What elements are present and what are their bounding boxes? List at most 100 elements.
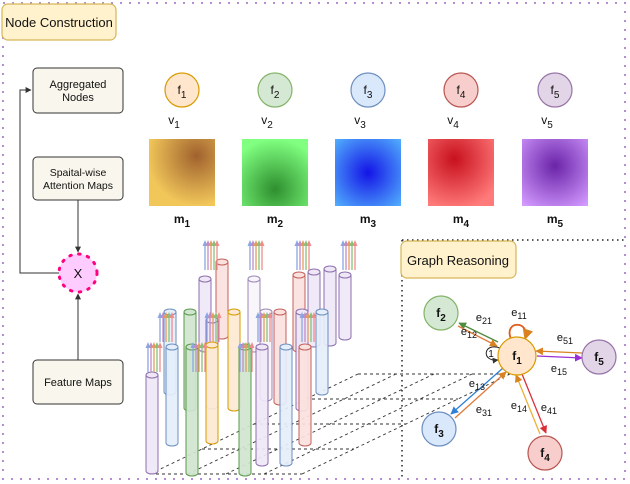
attention-maps-line-1: Spaital-wise [50,167,107,179]
edge-label-e14: e14 [511,400,527,414]
arrow-bundle [204,312,222,342]
feature-cylinder [255,343,269,467]
map-label-m2: m2 [267,212,284,230]
node-circle-f1 [164,72,200,108]
feature-cylinder [298,343,312,447]
node-construction-title: Node Construction [5,15,113,30]
edge-label-e15: e15 [551,363,567,377]
arrow-bundle [190,342,208,372]
graph-edges [450,322,583,435]
multiply-symbol: X [74,266,83,281]
vector-label-v4: v4 [447,113,459,131]
graph-node-f4: f4 [527,435,563,471]
node-label-f1: f1 [178,83,187,101]
graph-node-label-f2: f2 [436,306,446,324]
node-label-f4: f4 [457,83,466,101]
self-loop-1-label: 1 [488,349,494,360]
map-label-m4: m4 [453,212,470,230]
map-label-m5: m5 [547,212,564,230]
node-column-4: f4 v4 m4 [428,72,494,230]
graph-reasoning-title: Graph Reasoning [407,253,509,268]
attention-maps-box: Spaital-wise Attention Maps [32,156,124,201]
edge-f5-to-f1 [535,347,583,356]
vector-label-v5: v5 [541,113,553,131]
attention-maps-line-2: Attention Maps [43,180,113,192]
graph-node-f2: f2 [423,295,459,331]
edge-label-e31: e31 [476,404,492,418]
attention-map-m5 [522,139,588,206]
node-construction-title-box [1,3,117,41]
node-row: f1 v1 m1 f2 v2 m2 f3 v3 m3 f4 v4 m4 f5 v5 m5 [149,72,588,230]
edge-label-e11: e11 [511,307,526,321]
map-label-m1: m1 [174,212,191,230]
graph-reasoning-title-box [400,240,517,279]
graph-node-f1: f1 [497,336,537,376]
feature-cylinder [145,371,159,475]
arrow-bundle [202,240,220,270]
graph-nodes: f1 f2 f3 f4 f5 [421,295,617,471]
graph-node-f3: f3 [421,411,457,447]
arrow-multiply-to-aggregated [19,87,59,274]
aggregated-nodes-line-1: Aggregated [50,79,107,91]
graph-node-label-f5: f5 [594,350,604,368]
attention-map-m4 [428,139,494,206]
edge-f1-to-f4 [521,373,547,434]
feature-tensor [145,240,511,477]
node-label-f5: f5 [551,83,560,101]
node-column-2: f2 v2 m2 [242,72,308,230]
feature-cylinder [227,308,241,412]
map-label-m3: m3 [360,212,377,230]
vector-label-v2: v2 [261,113,273,131]
tensor-floor-grid [149,373,511,475]
feature-maps-label: Feature Maps [44,377,112,389]
attention-map-m2 [242,139,308,206]
attention-map-m3 [335,139,401,206]
aggregated-nodes-line-2: Nodes [62,92,94,104]
node-circle-f5 [537,72,573,108]
arrow-bundle [255,312,273,342]
node-label-f2: f2 [271,83,280,101]
graph-node-label-f1: f1 [512,349,522,367]
feature-cylinder [315,308,329,396]
feature-cylinder [165,343,179,447]
self-loop-e11 [508,324,534,341]
arrow-bundle [145,342,163,372]
node-label-f3: f3 [364,83,373,101]
arrow-bundle [299,312,317,342]
self-loop-1 [485,346,501,364]
feature-cylinder [205,341,219,445]
edge-f1-to-f3 [450,367,504,415]
edge-f1-to-f2 [458,322,499,343]
arrow-bundle [237,342,255,372]
node-column-5: f5 v5 m5 [522,72,588,230]
feature-cylinder [279,343,293,467]
multiply-node: X [57,252,99,294]
feature-cylinder [238,343,252,477]
feature-maps-box: Feature Maps [32,359,124,405]
edge-label-e41: e41 [541,402,557,416]
node-column-1: f1 v1 m1 [149,72,215,230]
arrow-bundle [247,240,265,270]
attention-map-m1 [149,139,215,206]
edge-f3-to-f1 [454,371,507,419]
node-column-3: f3 v3 m3 [335,72,401,230]
arrow-bundle [157,312,175,342]
graph-node-label-f3: f3 [434,422,444,440]
graph-node-label-f4: f4 [540,446,550,464]
vector-label-v3: v3 [354,113,366,131]
edge-f2-to-f1 [457,325,498,347]
edge-label-e12: e12 [461,326,477,340]
edge-label-e13: e13 [469,378,485,392]
arrow-bundle [340,240,358,270]
edge-f1-to-f5 [536,353,583,362]
aggregated-nodes-box: Aggregated Nodes [32,67,124,114]
feature-cylinder [338,271,352,341]
arrow-bundle [294,240,312,270]
node-circle-f2 [257,72,293,108]
edge-label-e51: e51 [557,332,573,346]
graph-node-f5: f5 [581,339,617,375]
edge-label-e21: e21 [476,312,492,326]
vector-label-v1: v1 [168,113,180,131]
